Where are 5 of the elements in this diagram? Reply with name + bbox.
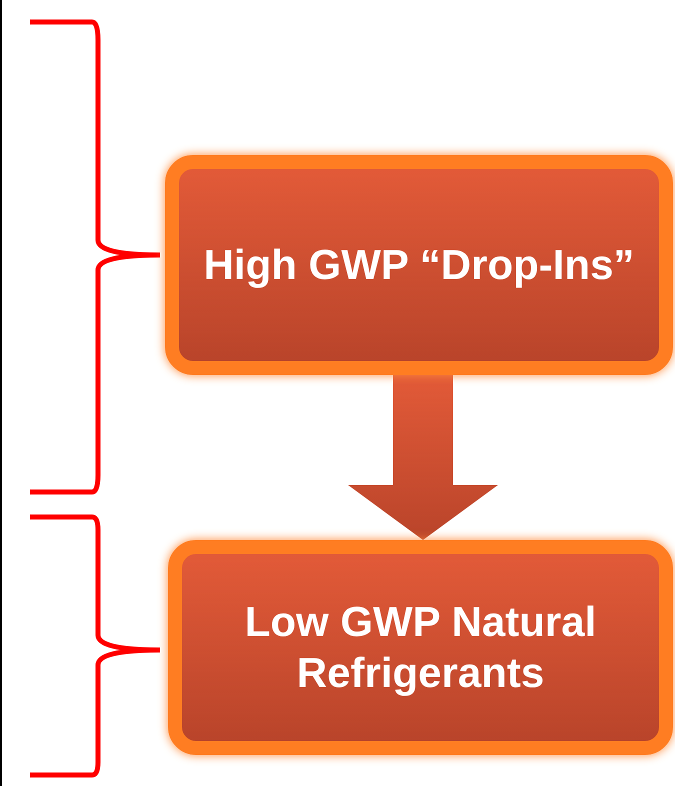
process-box [168,540,673,755]
process-box [165,155,673,375]
block-arrow [348,375,498,540]
box-label: Low GWP Natural Refrigerants [244,597,598,698]
box-label: High GWP “Drop-Ins” [202,240,636,290]
